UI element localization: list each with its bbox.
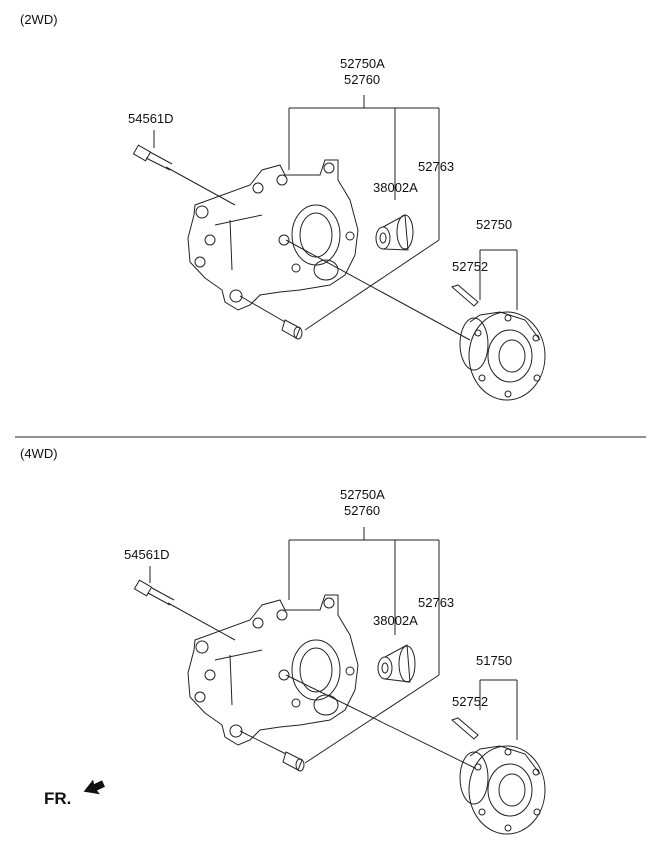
bolt-54561d bbox=[132, 130, 236, 206]
bolt-54561d-4wd bbox=[133, 566, 236, 641]
section-title-2wd: (2WD) bbox=[20, 12, 58, 27]
knuckle-52750a-4wd bbox=[187, 594, 359, 746]
axis-line-2wd bbox=[285, 239, 471, 341]
label-54561d-4wd: 54561D bbox=[124, 547, 170, 562]
assembly-4wd bbox=[133, 527, 546, 835]
label-52763-4wd: 52763 bbox=[418, 595, 455, 610]
label-52752: 52752 bbox=[452, 259, 489, 274]
axis-line-4wd bbox=[285, 674, 476, 769]
pin-52763 bbox=[239, 295, 303, 340]
label-52750a: 52750A bbox=[340, 56, 385, 71]
label-51750: 51750 bbox=[476, 653, 513, 668]
label-52750a-4wd: 52750A bbox=[340, 487, 385, 502]
label-38002a-4wd: 38002A bbox=[373, 613, 418, 628]
label-52752-4wd: 52752 bbox=[452, 694, 489, 709]
label-52750: 52750 bbox=[476, 217, 513, 232]
label-54561d: 54561D bbox=[128, 111, 174, 126]
leader-52750a-4wd bbox=[288, 527, 440, 764]
label-38002a: 38002A bbox=[373, 180, 418, 195]
bushing-38002a-4wd bbox=[377, 644, 416, 683]
assembly-2wd bbox=[132, 95, 546, 401]
direction-label: FR. bbox=[44, 789, 72, 808]
label-52763: 52763 bbox=[418, 159, 455, 174]
section-title-4wd: (4WD) bbox=[20, 446, 58, 461]
leader-52750a bbox=[288, 95, 440, 331]
hub-52750 bbox=[451, 249, 546, 401]
hub-51750 bbox=[451, 679, 546, 835]
knuckle-52750a bbox=[187, 159, 359, 311]
pin-52763-4wd bbox=[239, 730, 305, 772]
bushing-38002a bbox=[375, 214, 414, 251]
front-arrow-icon bbox=[83, 779, 105, 795]
label-52760-4wd: 52760 bbox=[344, 503, 381, 518]
label-52760: 52760 bbox=[344, 72, 381, 87]
